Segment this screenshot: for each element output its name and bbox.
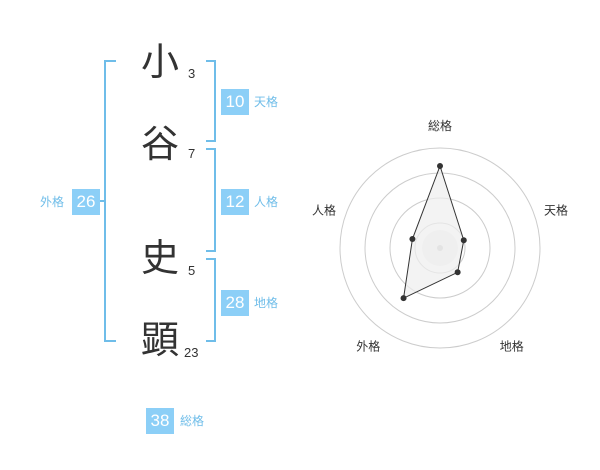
tenkaku-label: 天格	[254, 95, 279, 109]
chikaku-value: 28	[221, 290, 249, 316]
radar-axis-label-1: 総格	[428, 118, 452, 133]
gaikaku-bracket	[104, 60, 116, 342]
soukaku-label: 総格	[180, 414, 205, 428]
gaikaku-bracket-tick	[96, 200, 105, 202]
given-char-1-strokes: 5	[188, 263, 196, 278]
radar-point-1	[437, 163, 443, 169]
surname-char-2: 谷	[140, 122, 179, 166]
gaikaku-value: 26	[72, 189, 100, 215]
radar-axis-label-2: 天格	[544, 202, 568, 217]
chikaku-label: 地格	[254, 296, 279, 310]
radar-series-shape	[402, 164, 465, 300]
radar-axis-label-5: 人格	[312, 202, 336, 217]
radar-ring-4	[339, 147, 541, 349]
radar-axis-label-4: 外格	[356, 339, 380, 354]
radar-point-5	[409, 236, 416, 243]
soukaku-value: 38	[146, 408, 174, 434]
tenkaku-value: 10	[221, 89, 249, 115]
tenkaku-bracket	[206, 60, 216, 142]
radar-point-2	[460, 237, 467, 244]
jinkaku-label: 人格	[254, 195, 279, 209]
chikaku-bracket	[206, 258, 216, 342]
given-char-1: 史	[140, 236, 179, 280]
jinkaku-bracket	[206, 148, 216, 252]
surname-char-1-strokes: 3	[188, 66, 196, 81]
radar-point-4	[400, 295, 407, 302]
radar-axis-label-3: 地格	[500, 339, 524, 354]
gaikaku-label: 外格	[40, 195, 65, 209]
radar-point-3	[454, 269, 461, 276]
surname-char-2-strokes: 7	[188, 146, 196, 161]
given-char-2: 顕	[140, 318, 179, 362]
jinkaku-value: 12	[221, 189, 249, 215]
surname-char-1: 小	[140, 40, 179, 84]
given-char-2-strokes: 23	[184, 345, 199, 360]
